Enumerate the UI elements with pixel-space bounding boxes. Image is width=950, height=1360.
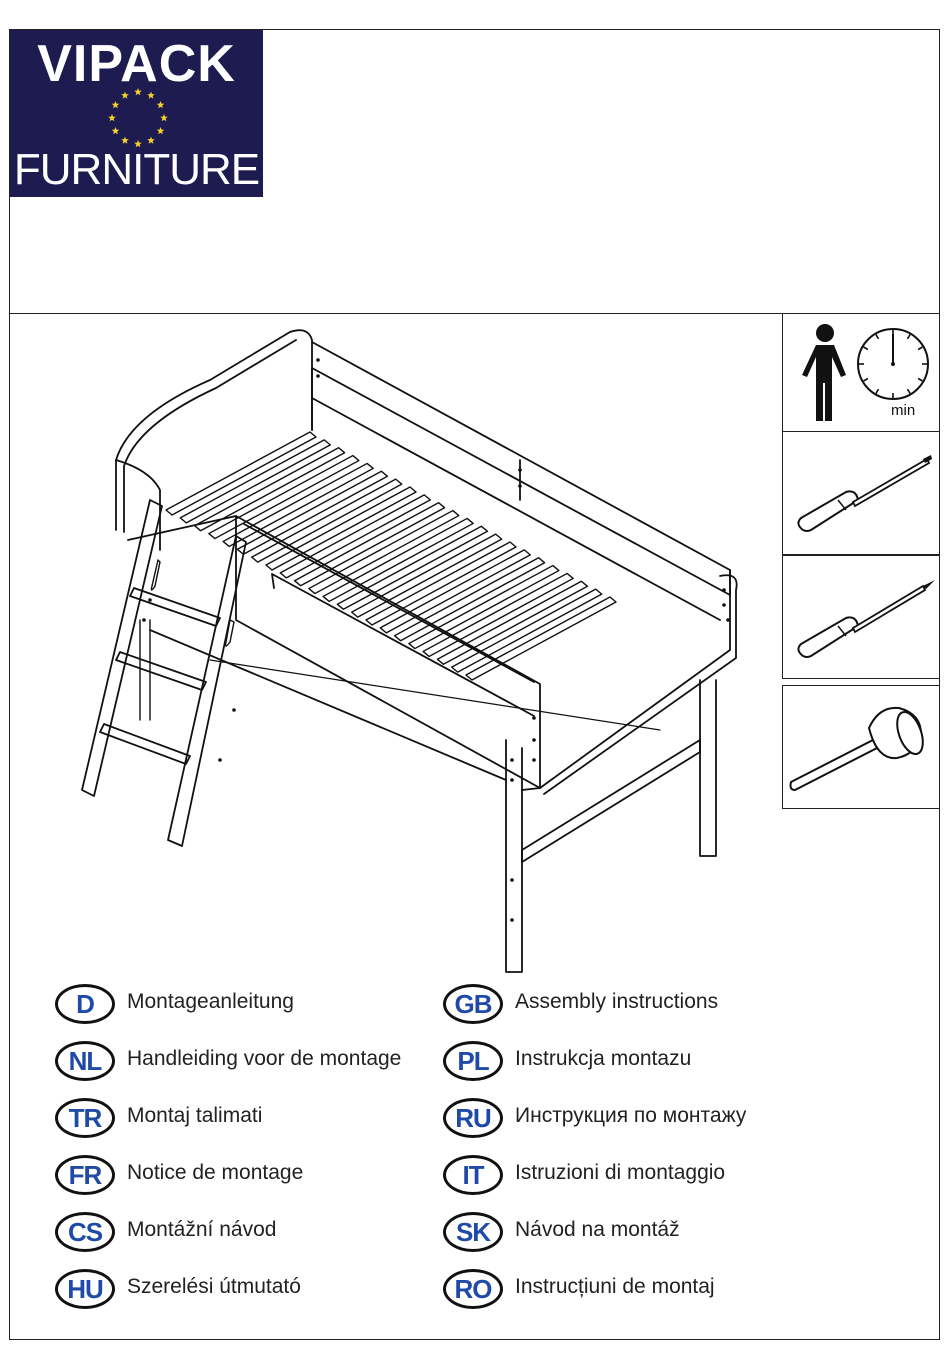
- clock-icon: [783, 314, 941, 438]
- mallet-cell: [782, 685, 940, 809]
- language-code-badge: RO: [443, 1269, 503, 1309]
- language-code-badge: SK: [443, 1212, 503, 1252]
- language-label: Montageanleitung: [127, 990, 294, 1014]
- language-label: Handleiding voor de montage: [127, 1047, 401, 1071]
- rubber-mallet-icon: [783, 686, 941, 810]
- star-icon: [108, 114, 116, 121]
- language-label: Montaj talimati: [127, 1104, 262, 1128]
- language-code-badge: RU: [443, 1098, 503, 1138]
- language-code-badge: GB: [443, 984, 503, 1024]
- star-icon: [134, 88, 142, 95]
- time-and-people-cell: min: [782, 313, 940, 437]
- language-code-badge: CS: [55, 1212, 115, 1252]
- star-icon: [121, 91, 129, 98]
- screwdriver-flat-cell: [782, 431, 940, 555]
- language-label: Notice de montage: [127, 1161, 303, 1185]
- language-label: Szerelési útmutató: [127, 1275, 301, 1299]
- star-icon: [157, 127, 165, 134]
- star-icon: [160, 114, 168, 121]
- vipack-logo: VIPACK FURNITURE: [10, 30, 263, 197]
- language-label: Návod na montáž: [515, 1218, 680, 1242]
- language-code-badge: HU: [55, 1269, 115, 1309]
- language-label: Istruzioni di montaggio: [515, 1161, 725, 1185]
- star-icon: [147, 91, 155, 98]
- eu-stars-icon: [106, 86, 170, 150]
- language-code-badge: FR: [55, 1155, 115, 1195]
- screwdriver-phillips-cell: [782, 555, 940, 679]
- star-icon: [112, 127, 120, 134]
- logo-brand-top: VIPACK: [10, 34, 263, 94]
- time-unit-label: min: [891, 402, 915, 419]
- language-label: Montážní návod: [127, 1218, 276, 1242]
- language-label: Instrucțiuni de montaj: [515, 1275, 715, 1299]
- loft-bed-with-ladder-drawing: [60, 320, 750, 980]
- language-label: Инструкция по монтажу: [515, 1104, 746, 1128]
- language-code-badge: TR: [55, 1098, 115, 1138]
- tools-panel: min: [782, 313, 940, 810]
- phillips-screwdriver-icon: [783, 556, 941, 680]
- flathead-screwdriver-icon: [783, 432, 941, 556]
- star-icon: [147, 137, 155, 144]
- star-icon: [157, 101, 165, 108]
- language-label: Assembly instructions: [515, 990, 718, 1014]
- star-icon: [112, 101, 120, 108]
- language-code-badge: PL: [443, 1041, 503, 1081]
- logo-brand-bottom: FURNITURE: [10, 145, 263, 195]
- language-label: Instrukcja montazu: [515, 1047, 691, 1071]
- language-code-badge: D: [55, 984, 115, 1024]
- language-code-badge: IT: [443, 1155, 503, 1195]
- star-icon: [121, 137, 129, 144]
- language-code-badge: NL: [55, 1041, 115, 1081]
